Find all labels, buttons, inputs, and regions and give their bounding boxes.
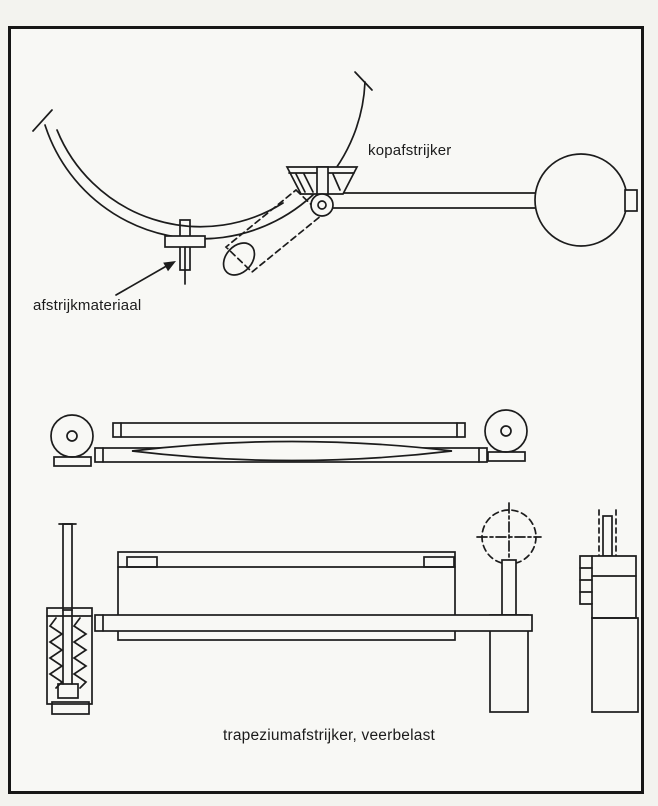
left-roller [50, 414, 94, 458]
drum-and-head-scraper-drawing [32, 71, 638, 296]
support-rod [501, 559, 517, 616]
ball-nub [624, 189, 638, 212]
right-spring [72, 617, 88, 689]
arc-end-tick-left [32, 109, 53, 132]
drawing-frame [8, 26, 644, 794]
label-kopafstrijker: kopafstrijker [368, 142, 452, 159]
trapezium-scraper-front-view [46, 502, 639, 715]
trapezium-scraper-top-view [50, 409, 528, 467]
drum-outer-arc [44, 81, 366, 240]
right-roller-base [487, 451, 526, 462]
bracket-bar [164, 235, 206, 248]
main-rod [94, 614, 533, 632]
label-afstrijkmateriaal: afstrijkmateriaal [33, 297, 142, 314]
left-roller-base [53, 456, 92, 467]
spring-housing [46, 607, 93, 705]
right-roller [484, 409, 528, 453]
trapezium-blade-lens [131, 440, 453, 462]
holder-hatch-2 [303, 173, 314, 193]
left-roller-hub [66, 430, 78, 442]
spring-bottom-block [57, 683, 79, 699]
upper-bar [112, 422, 466, 438]
profile-rod [602, 515, 613, 557]
right-roller-hub [500, 425, 512, 437]
pivot-center [317, 200, 327, 210]
left-spring [48, 617, 64, 689]
profile-column [591, 617, 639, 713]
pointer-arrow-head [163, 261, 176, 272]
profile-bracket [579, 555, 637, 619]
holder-center-channel [316, 166, 329, 195]
blade-end-oval [222, 242, 256, 276]
pointer-arrow-line [115, 263, 171, 296]
drum-inner-arc [56, 129, 284, 228]
ball-handle [534, 153, 628, 247]
scraper-beam-body [117, 551, 456, 641]
spring-rod [62, 523, 73, 611]
caption-trapeziumafstrijker: trapeziumafstrijker, veerbelast [222, 727, 436, 744]
pivot-circle [310, 193, 334, 217]
body-left-slot [126, 556, 158, 568]
arc-end-tick-right [354, 71, 373, 91]
holder-hatch-1 [295, 173, 306, 193]
body-right-slot [423, 556, 455, 568]
holder-hatch-3 [332, 173, 341, 191]
spring-bottom-cap [51, 701, 90, 715]
scraper-blade-hidden-outline [224, 188, 324, 274]
